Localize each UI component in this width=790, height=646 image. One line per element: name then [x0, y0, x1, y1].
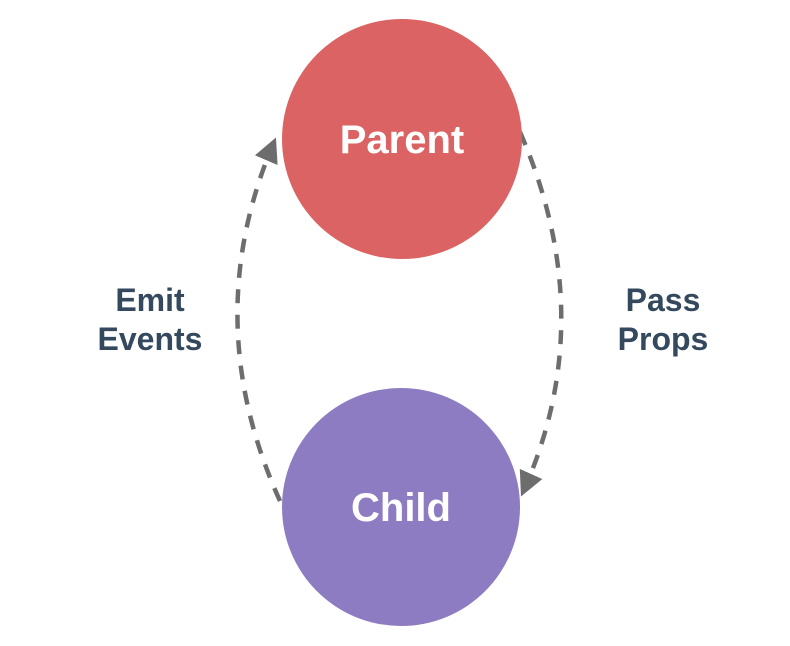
emit-events-label-line1: Emit [115, 282, 185, 318]
child-node-circle [282, 388, 520, 626]
pass-props-arrow [517, 131, 564, 497]
emit-events-arrow [235, 137, 283, 502]
parent-node-circle [282, 19, 522, 259]
pass-props-label-line1: Pass [626, 282, 701, 318]
parent-node-label: Parent [340, 118, 465, 162]
emit-events-label-line2: Events [98, 321, 203, 357]
pass-props-label-line2: Props [618, 321, 709, 357]
child-node-label: Child [351, 486, 451, 530]
